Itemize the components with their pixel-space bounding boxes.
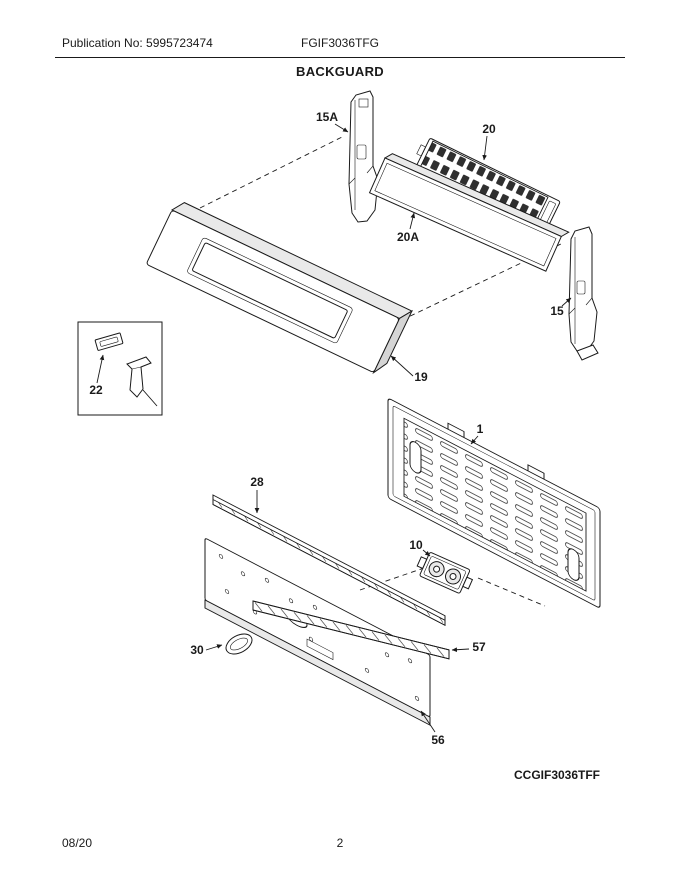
section-title: BACKGUARD bbox=[296, 64, 384, 79]
callout-22: 22 bbox=[89, 354, 105, 397]
leader-line bbox=[409, 212, 416, 230]
callout-10: 10 bbox=[409, 538, 431, 557]
callout-label: 57 bbox=[472, 640, 486, 654]
leader-line bbox=[390, 355, 414, 377]
footer-date: 08/20 bbox=[62, 836, 93, 850]
leader-line bbox=[482, 135, 488, 161]
callout-label: 1 bbox=[477, 422, 484, 436]
part-20-control-board bbox=[416, 138, 561, 231]
part-20A-glass-panel bbox=[368, 153, 570, 272]
part-56-lower-panel bbox=[204, 538, 431, 726]
footer-page-number: 2 bbox=[336, 836, 344, 850]
leader-line bbox=[561, 297, 572, 307]
part-15A-bracket bbox=[348, 90, 379, 223]
callout-label: 56 bbox=[431, 733, 445, 747]
rect-cutout bbox=[306, 638, 334, 661]
callout-20A: 20A bbox=[397, 212, 419, 244]
callout-label: 28 bbox=[250, 475, 264, 489]
callout-label: 19 bbox=[414, 370, 428, 384]
model-number: FGIF3036TFG bbox=[300, 36, 380, 50]
part-57-trim-strip bbox=[252, 600, 450, 660]
callout-label: 20A bbox=[397, 230, 419, 244]
handle-cutout bbox=[409, 441, 422, 474]
leader-line bbox=[470, 435, 479, 445]
part-10-hinge-assembly bbox=[416, 552, 474, 594]
callout-label: 30 bbox=[190, 643, 204, 657]
leader-line bbox=[96, 354, 105, 384]
part-1-back-panel bbox=[387, 398, 601, 608]
vent-slots bbox=[403, 417, 587, 592]
callout-20: 20 bbox=[482, 122, 496, 161]
leader-line bbox=[420, 710, 436, 733]
callout-15: 15 bbox=[550, 297, 572, 318]
callout-label: 15A bbox=[316, 110, 338, 124]
callout-57: 57 bbox=[451, 640, 486, 654]
part-22-clips bbox=[77, 321, 163, 416]
callout-label: 22 bbox=[89, 383, 103, 397]
callout-56: 56 bbox=[420, 710, 445, 747]
inset-box bbox=[77, 321, 163, 416]
diagram-code: CCGIF3036TFF bbox=[513, 768, 600, 782]
part-28-trim-strip bbox=[212, 494, 446, 627]
callout-28: 28 bbox=[250, 475, 264, 514]
control-window-bezel bbox=[187, 237, 353, 344]
part-19-control-panel bbox=[146, 202, 414, 375]
leader-line bbox=[334, 123, 349, 133]
callout-30: 30 bbox=[190, 643, 223, 657]
handle-cutout bbox=[567, 548, 580, 581]
part-30-oval-trim bbox=[225, 633, 253, 655]
callout-label: 15 bbox=[550, 304, 564, 318]
publication-number: Publication No: 5995723474 bbox=[62, 36, 213, 50]
control-window bbox=[192, 242, 348, 339]
leader-line bbox=[205, 644, 223, 651]
callout-15A: 15A bbox=[316, 110, 349, 133]
part-15-bracket bbox=[568, 226, 599, 361]
callout-label: 10 bbox=[409, 538, 423, 552]
header-divider bbox=[55, 57, 625, 58]
callout-label: 20 bbox=[482, 122, 496, 136]
callout-19: 19 bbox=[390, 355, 428, 384]
leader-line bbox=[422, 549, 431, 557]
callout-1: 1 bbox=[470, 422, 484, 445]
leader-line bbox=[451, 647, 470, 653]
